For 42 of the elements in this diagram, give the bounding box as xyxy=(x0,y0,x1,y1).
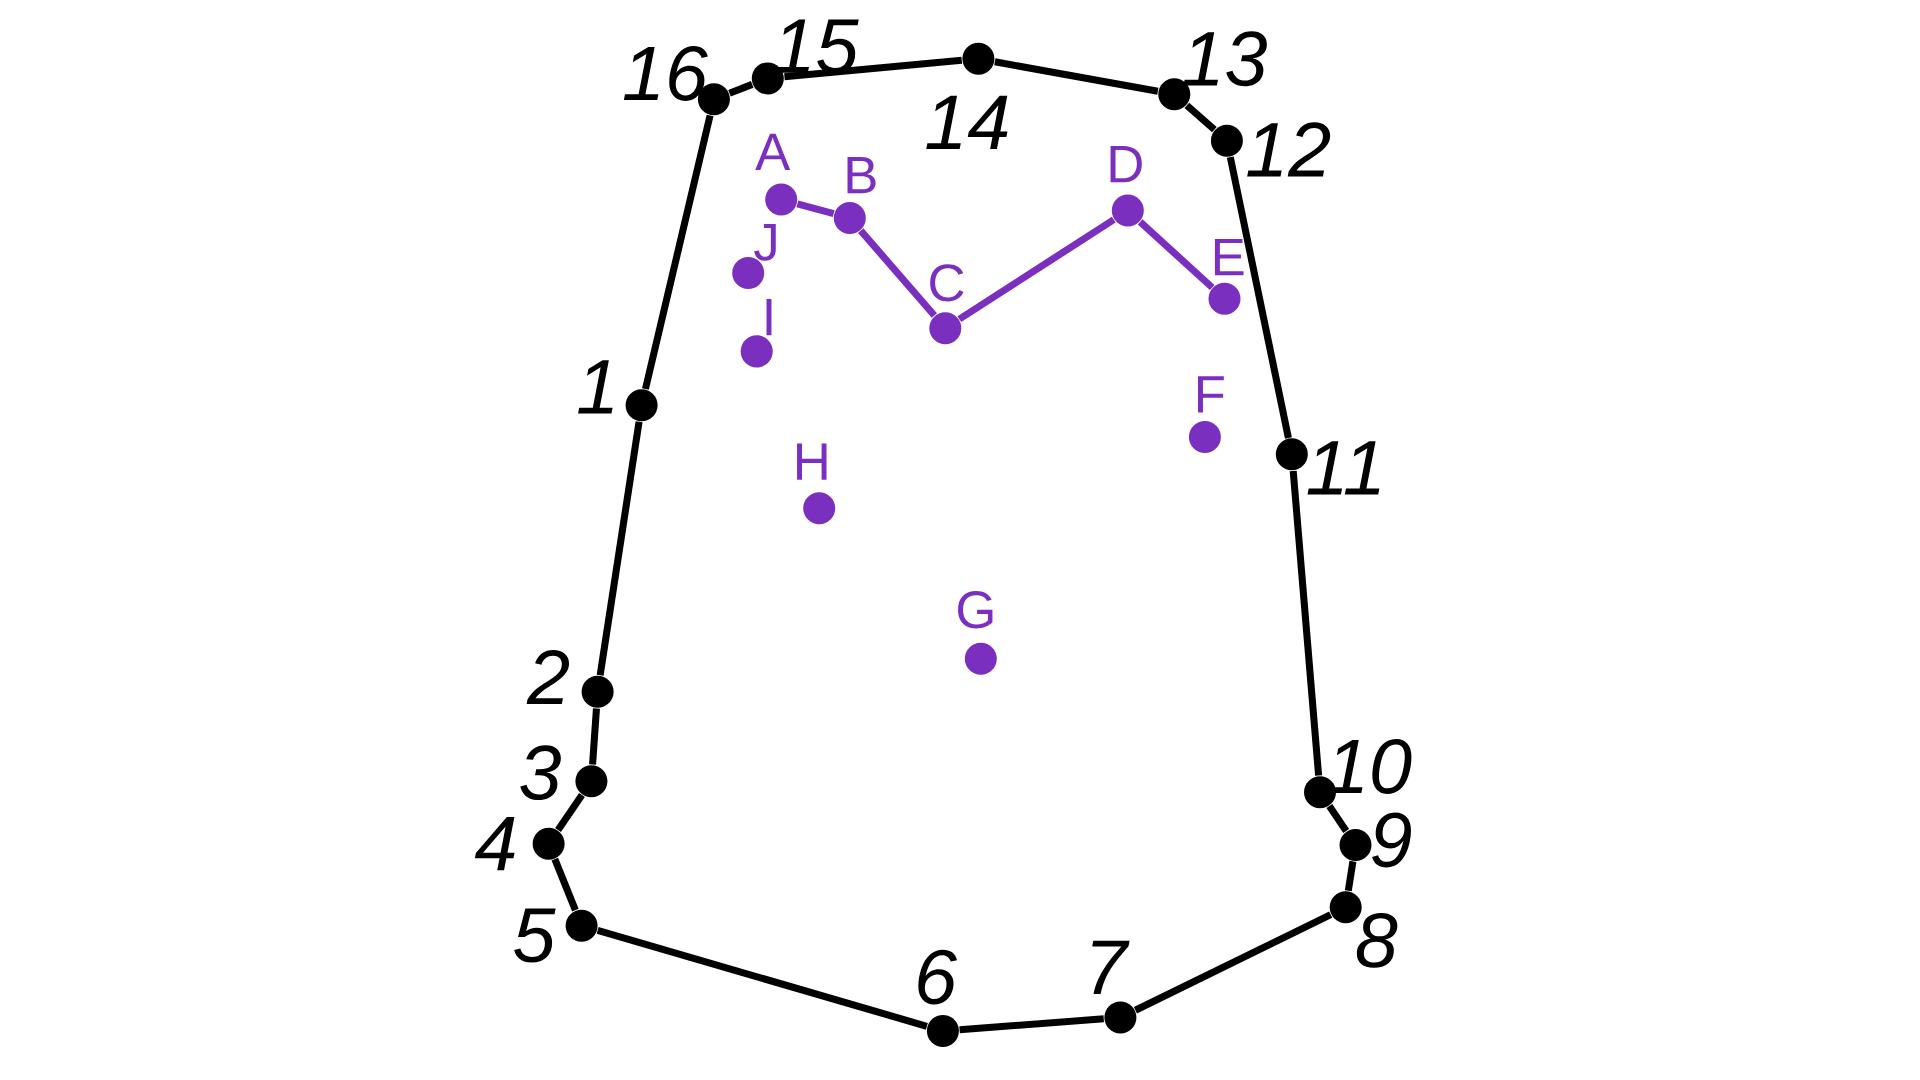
dot-label: 10 xyxy=(1327,739,1412,794)
dot-label: B xyxy=(847,156,876,194)
dot-label: 5 xyxy=(514,908,556,963)
dot-label: 1 xyxy=(578,360,613,414)
dot-label: G xyxy=(958,591,993,629)
dot-label: E xyxy=(1214,238,1244,276)
line xyxy=(1184,102,1217,133)
line xyxy=(642,114,714,390)
dot-label: 13 xyxy=(1183,31,1267,87)
dot-label: 2 xyxy=(526,650,569,705)
dot-label: A xyxy=(755,133,791,170)
dot-label: 6 xyxy=(918,949,957,1005)
dot-label: 9 xyxy=(1372,812,1411,868)
line xyxy=(1326,804,1350,833)
dot-label: 8 xyxy=(1356,913,1398,968)
dot-label: 14 xyxy=(926,95,1008,149)
dot-label: J xyxy=(754,224,776,261)
dot-label: 4 xyxy=(474,817,515,871)
line xyxy=(994,58,1159,95)
line xyxy=(596,927,928,1030)
dot-label: 12 xyxy=(1247,122,1331,177)
dot-label: I xyxy=(766,298,772,336)
line xyxy=(784,56,963,81)
dot-label: 3 xyxy=(520,745,561,801)
line xyxy=(596,421,643,676)
line xyxy=(796,200,835,218)
line xyxy=(1226,156,1292,439)
line xyxy=(551,857,579,912)
line xyxy=(1137,219,1215,291)
line xyxy=(728,81,754,97)
line xyxy=(1133,911,1333,1014)
dot-label: 11 xyxy=(1307,441,1380,495)
line xyxy=(957,216,1116,323)
line xyxy=(858,228,937,318)
dot-label: D xyxy=(1110,145,1142,183)
line xyxy=(1344,860,1357,892)
line xyxy=(555,793,585,832)
dot-label: F xyxy=(1198,376,1224,413)
dot-label: 16 xyxy=(623,46,708,101)
dot-label: H xyxy=(797,443,827,480)
dot-label: 7 xyxy=(1092,940,1130,994)
dot-label: C xyxy=(930,264,964,302)
